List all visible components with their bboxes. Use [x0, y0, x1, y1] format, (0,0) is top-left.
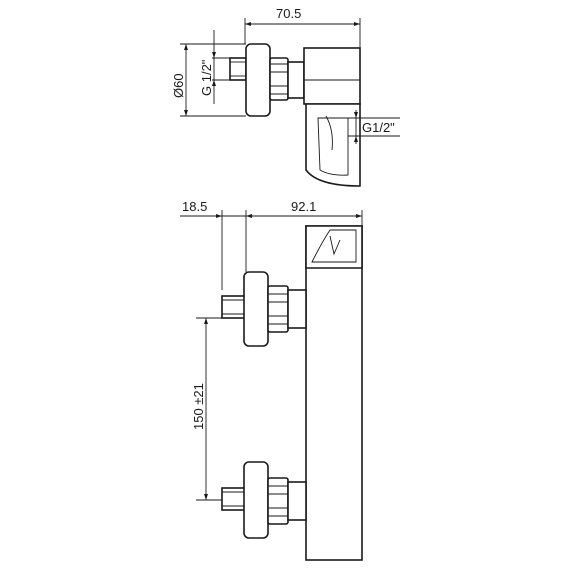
dimension-inlet-thread: G 1/2": [199, 30, 232, 104]
lower-inlet: [221, 461, 307, 539]
depth-dimension-label: 92.1: [291, 199, 316, 214]
dimension-width: 70.5: [244, 6, 361, 48]
center-distance-label: 150 ±21: [191, 383, 206, 430]
top-view: 70.5 Ø60 G 1/2": [171, 6, 400, 187]
dimension-offset: 18.5: [180, 199, 363, 290]
dimension-outlet-thread: G1/2": [348, 110, 400, 144]
width-dimension-label: 70.5: [276, 6, 301, 21]
offset-dimension-label: 18.5: [182, 199, 207, 214]
inlet-thread-label: G 1/2": [199, 59, 214, 96]
outlet-thread-label: G1/2": [362, 120, 395, 135]
dimension-center-distance: 150 ±21: [191, 317, 224, 501]
upper-inlet: [221, 271, 307, 347]
front-view: 18.5 92.1 150 ±21: [180, 199, 363, 561]
diameter-dimension-label: Ø60: [171, 73, 186, 98]
dimension-diameter: Ø60: [171, 43, 246, 117]
